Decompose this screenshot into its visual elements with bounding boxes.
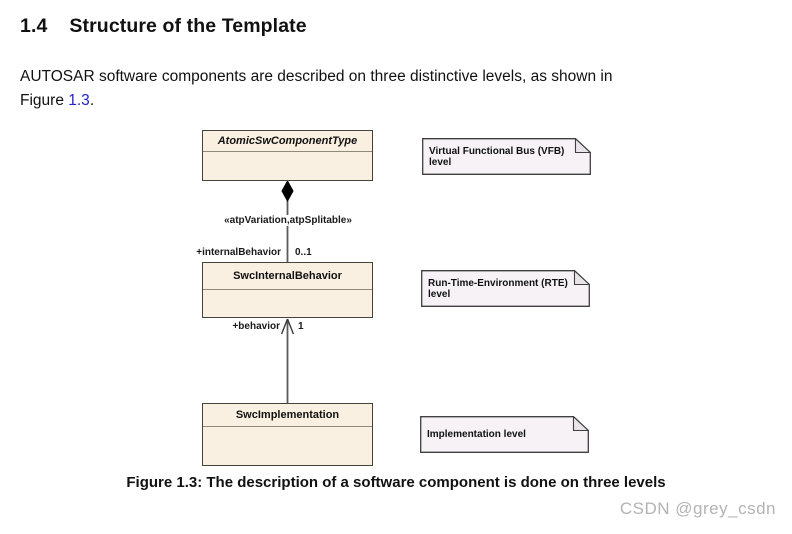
paragraph-line2-prefix: Figure	[20, 92, 69, 109]
multiplicity-label: 1	[298, 321, 304, 332]
note-vfb-level: Virtual Functional Bus (VFB) level	[422, 138, 591, 175]
note-text: Run-Time-Environment (RTE) level	[428, 277, 568, 300]
role-label-internal-behavior: +internalBehavior	[196, 247, 281, 258]
note-implementation-level: Implementation level	[420, 416, 589, 453]
body-paragraph: AUTOSAR software components are describe…	[20, 65, 776, 113]
csdn-watermark: CSDN @grey_csdn	[619, 499, 776, 518]
section-title: Structure of the Template	[69, 15, 307, 37]
section-heading: 1.4 Structure of the Template	[20, 15, 307, 38]
note-rte-level: Run-Time-Environment (RTE) level	[421, 270, 590, 307]
class-name: SwcInternalBehavior	[203, 263, 372, 290]
class-box-swc-internal-behavior: SwcInternalBehavior	[202, 262, 373, 318]
note-shape-icon	[421, 270, 590, 307]
stereotype-label: «atpVariation,atpSplitable»	[222, 215, 354, 226]
role-label-behavior: +behavior	[232, 321, 280, 332]
class-name: AtomicSwComponentType	[203, 131, 372, 152]
class-name: SwcImplementation	[203, 404, 372, 427]
paragraph-line1: AUTOSAR software components are describe…	[20, 68, 613, 85]
note-shape-icon	[420, 416, 589, 453]
note-shape-icon	[422, 138, 591, 175]
figure-caption: Figure 1.3: The description of a softwar…	[126, 474, 666, 491]
section-number: 1.4	[20, 15, 48, 37]
figure-reference-link[interactable]: 1.3	[68, 92, 90, 109]
multiplicity-label: 0..1	[295, 247, 312, 258]
note-text: Virtual Functional Bus (VFB) level	[429, 145, 565, 168]
composition-diamond-icon	[281, 180, 294, 202]
class-box-atomic-sw-component-type: AtomicSwComponentType	[202, 130, 373, 181]
paragraph-line2-suffix: .	[89, 92, 95, 109]
open-arrowhead-icon	[280, 318, 295, 335]
class-box-swc-implementation: SwcImplementation	[202, 403, 373, 466]
note-text: Implementation level	[427, 429, 526, 440]
